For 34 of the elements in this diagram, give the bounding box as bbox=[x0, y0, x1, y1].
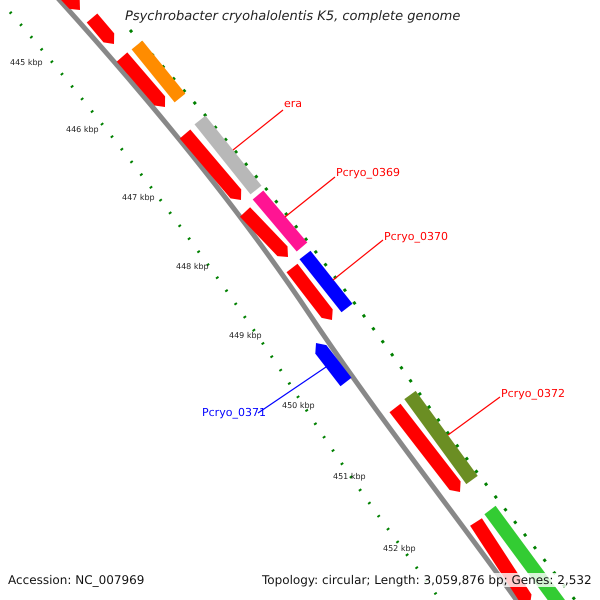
scale-label: 451 kbp bbox=[333, 472, 366, 482]
gene-feature bbox=[404, 390, 478, 484]
gene-label: era bbox=[284, 97, 302, 110]
gene-label: Pcryo_0370 bbox=[384, 230, 448, 244]
accession-text: Accession: NC_007969 bbox=[8, 573, 144, 588]
gene-feature bbox=[286, 264, 333, 320]
gene-feature bbox=[180, 130, 242, 200]
leader-line bbox=[284, 176, 336, 218]
gene-feature bbox=[194, 116, 262, 194]
scale-label: 445 kbp bbox=[10, 58, 43, 68]
scale-label: 449 kbp bbox=[229, 331, 262, 341]
scale-label: 450 kbp bbox=[282, 401, 315, 411]
scale-label: 452 kbp bbox=[383, 544, 416, 554]
gene-feature bbox=[86, 14, 114, 44]
leader-line bbox=[258, 366, 326, 414]
gene-feature bbox=[252, 190, 308, 252]
gene-label: Pcryo_0369 bbox=[336, 166, 400, 180]
scale-label: 448 kbp bbox=[176, 262, 209, 272]
gene-feature bbox=[390, 404, 461, 492]
gene-feature bbox=[116, 52, 166, 107]
gene-feature bbox=[240, 207, 288, 257]
leader-line bbox=[448, 396, 500, 436]
map-title: Psychrobacter cryohalolentis K5, complete genome bbox=[125, 9, 460, 25]
gene-label: Pcryo_0372 bbox=[501, 387, 565, 400]
gene-label: Pcryo_0371 bbox=[202, 406, 266, 420]
gene-feature bbox=[315, 343, 352, 386]
leader-line bbox=[232, 110, 284, 150]
gene-feature bbox=[60, 0, 80, 10]
scale-label: 447 kbp bbox=[122, 193, 155, 203]
scale-label: 446 kbp bbox=[66, 125, 99, 135]
gene-feature bbox=[132, 40, 186, 102]
gene-feature bbox=[300, 250, 352, 312]
genome-stats-text: Topology: circular; Length: 3,059,876 bp; Genes: 2,532 bbox=[262, 573, 592, 588]
leader-line bbox=[332, 240, 384, 280]
